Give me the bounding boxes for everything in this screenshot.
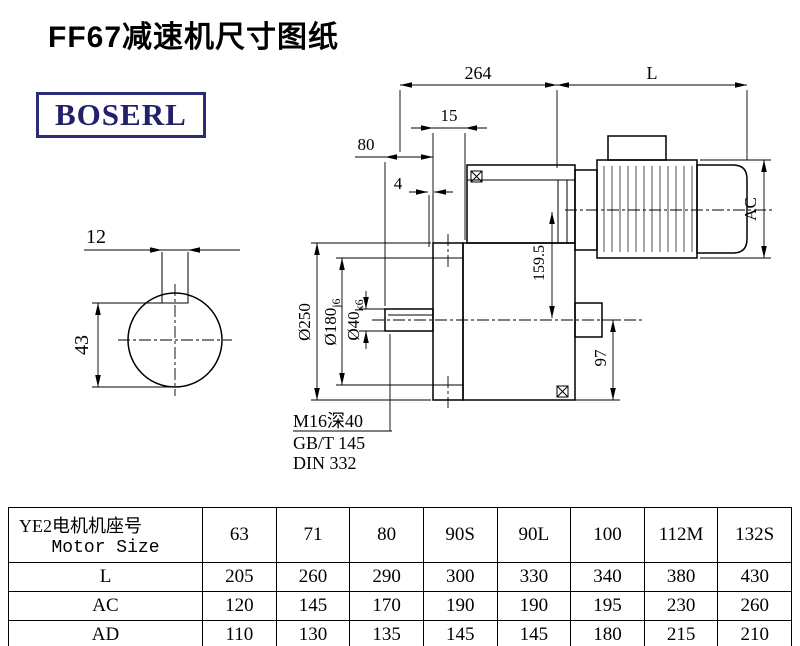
cell-L-112m: 380: [643, 562, 719, 592]
cell-AD-80: 135: [349, 620, 424, 646]
gear-housing: [462, 242, 576, 401]
input-housing: [466, 164, 576, 244]
table-row-AD: AD 110 130 135 145 145 180 215 210: [8, 620, 792, 646]
table-row-AC: AC 120 145 170 190 190 195 230 260: [8, 591, 792, 621]
cell-AC-100: 195: [570, 591, 645, 621]
motor-size-header-cell: YE2电机机座号 Motor Size: [8, 507, 203, 563]
cell-L-90s: 300: [422, 562, 498, 592]
terminal-box: [607, 135, 667, 161]
tap-standard-1-label: GB/T 145: [293, 433, 365, 453]
shaft-end-view: 12 43: [71, 226, 240, 396]
dim-159-5-label: 159.5: [531, 245, 548, 281]
cell-AC-80: 170: [349, 591, 424, 621]
row-label-AC: AC: [8, 591, 203, 621]
cell-AC-90l: 190: [496, 591, 572, 621]
spigot-diameter-value: Ø180: [321, 308, 340, 346]
page-title: FF67减速机尺寸图纸: [48, 21, 340, 54]
cell-L-80: 290: [349, 562, 424, 592]
motor-fins: [603, 166, 693, 252]
frame-column-100: 100: [570, 507, 645, 563]
frame-column-63: 63: [202, 507, 277, 563]
frame-column-80: 80: [349, 507, 424, 563]
dim-flange-diameter-label: Ø250: [295, 303, 314, 341]
shaft-fit-value: k6: [352, 299, 366, 311]
keyway-outline: [161, 252, 189, 304]
cell-AD-63: 110: [202, 620, 277, 646]
cell-L-100: 340: [570, 562, 645, 592]
motor-size-header-en: Motor Size: [51, 538, 160, 558]
frame-column-112m: 112M: [643, 507, 719, 563]
frame-column-71: 71: [275, 507, 351, 563]
cell-AD-132s: 210: [717, 620, 792, 646]
dim-motor-ac-label: AC: [741, 197, 760, 221]
shaft-diameter-value: Ø40: [344, 311, 363, 340]
tap-standard-2-label: DIN 332: [293, 453, 357, 473]
frame-column-90s: 90S: [422, 507, 498, 563]
bolt-symbol-top: [470, 170, 483, 183]
bolt-symbol-bottom: [556, 385, 569, 398]
cell-AD-90l: 145: [496, 620, 572, 646]
frame-column-90l: 90L: [496, 507, 572, 563]
dim-shaft-key-height-label: 43: [71, 335, 93, 355]
dim-shaft-diameter-label: Ø40k6: [344, 299, 366, 340]
frame-column-132s: 132S: [717, 507, 792, 563]
cell-AC-112m: 230: [643, 591, 719, 621]
cell-L-71: 260: [275, 562, 351, 592]
row-label-L: L: [8, 562, 203, 592]
dim-80-label: 80: [358, 135, 375, 154]
dim-motor-length-label: L: [647, 63, 658, 83]
cell-L-63: 205: [202, 562, 277, 592]
brand-logo-text: BOSERL: [55, 97, 187, 132]
dim-15-label: 15: [441, 106, 458, 125]
dimensions: 264 L 15 80 4 Ø250 Ø180j6: [293, 63, 771, 473]
cell-L-132s: 430: [717, 562, 792, 592]
dim-4-label: 4: [394, 174, 403, 193]
dim-spigot-diameter-label: Ø180j6: [321, 298, 343, 345]
tap-note-leader: [293, 334, 392, 432]
dim-97-label: 97: [591, 349, 610, 367]
reducer-side-view: [372, 135, 775, 408]
cell-AC-71: 145: [275, 591, 351, 621]
dim-overall-length-label: 264: [465, 63, 492, 83]
dim-key-width-label: 12: [86, 226, 106, 248]
cell-AD-112m: 215: [643, 620, 719, 646]
row-label-AD: AD: [8, 620, 203, 646]
cell-L-90l: 330: [496, 562, 572, 592]
cell-AC-90s: 190: [422, 591, 498, 621]
cell-AC-132s: 260: [717, 591, 792, 621]
tap-note-label: M16深40: [293, 411, 363, 431]
size-table: YE2电机机座号 Motor Size 63 71 80 90S 90L 100…: [8, 507, 792, 646]
cell-AD-71: 130: [275, 620, 351, 646]
cell-AD-100: 180: [570, 620, 645, 646]
spigot-fit-value: j6: [329, 298, 343, 308]
cell-AC-63: 120: [202, 591, 277, 621]
shaft-centerlines: [118, 284, 232, 396]
dimension-drawing: 12 43: [71, 63, 775, 473]
fan-cowl: [696, 164, 748, 254]
motor-size-header-cn: YE2电机机座号: [19, 516, 142, 536]
table-row-L: L 205 260 290 300 330 340 380 430: [8, 562, 792, 592]
cell-AD-90s: 145: [422, 620, 498, 646]
brand-logo: BOSERL: [36, 92, 206, 138]
